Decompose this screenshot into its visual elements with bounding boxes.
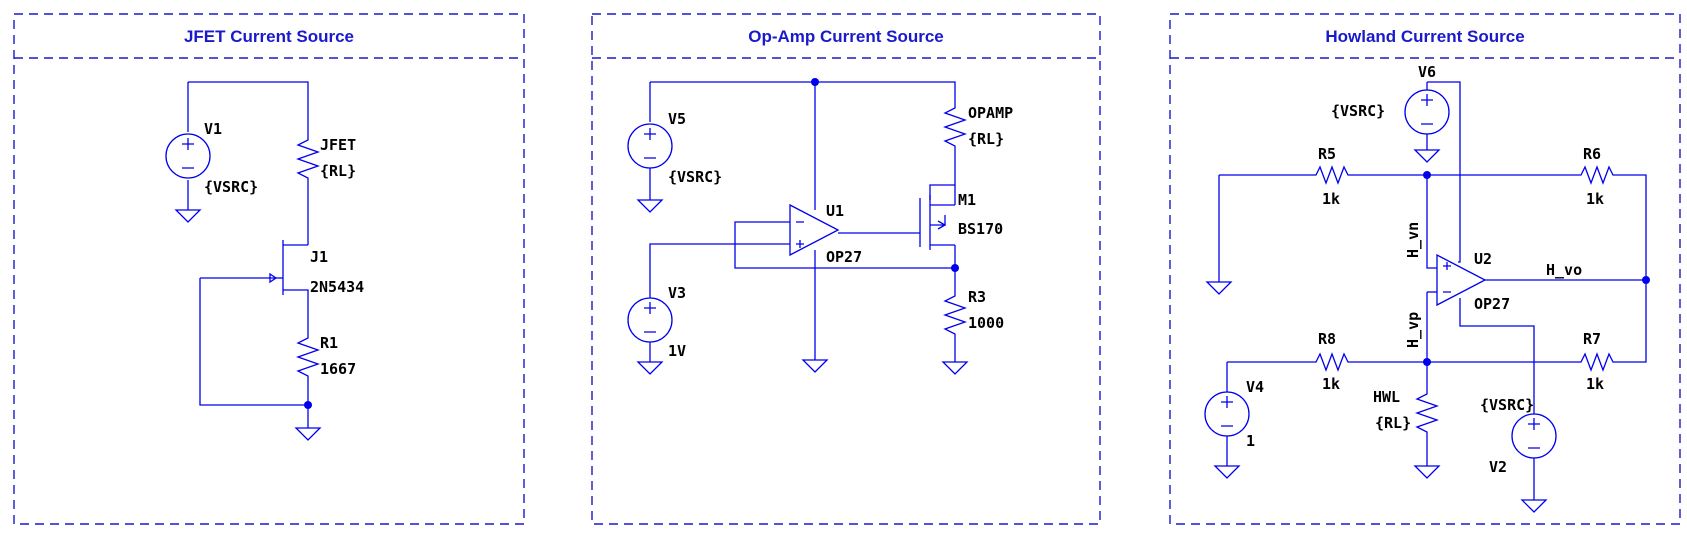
v1-value: {VSRC} <box>204 178 258 196</box>
ground-icon <box>941 361 969 375</box>
opamp-circuit: V5 {VSRC} OPAMP {RL} M1 BS170 <box>627 78 1013 375</box>
resistor-r3[interactable]: R3 1000 <box>943 288 1004 336</box>
v4-name: V4 <box>1246 378 1264 396</box>
ground-icon <box>1413 149 1441 163</box>
opamp-load-value: {RL} <box>968 130 1004 148</box>
r8-value: 1k <box>1322 375 1340 393</box>
r7-name: R7 <box>1583 330 1601 348</box>
ground-icon <box>174 209 202 223</box>
jfet-load-name: JFET <box>320 136 356 154</box>
u2-name: U2 <box>1474 250 1492 268</box>
j1-value: 2N5434 <box>310 278 364 296</box>
v5-value: {VSRC} <box>668 168 722 186</box>
voltage-source-v5[interactable]: V5 {VSRC} <box>627 110 722 186</box>
panel-jfet-frame: JFET Current Source <box>13 13 525 525</box>
v5-name: V5 <box>668 110 686 128</box>
jfet-circuit: V1 {VSRC} JFET {RL} J1 2N5434 R1 1667 <box>165 81 364 441</box>
resistor-hwl-load[interactable]: HWL {RL} <box>1373 386 1439 434</box>
u1-name: U1 <box>826 202 844 220</box>
ground-icon <box>1413 465 1441 479</box>
net-label-vp: H_vp <box>1404 312 1422 348</box>
voltage-source-v4[interactable]: V4 1 <box>1204 378 1264 450</box>
ground-icon <box>801 359 829 373</box>
voltage-source-v1[interactable]: V1 {VSRC} <box>165 120 258 196</box>
resistor-r5[interactable]: R5 1k <box>1310 145 1356 208</box>
v3-name: V3 <box>668 284 686 302</box>
hwl-value: {RL} <box>1375 414 1411 432</box>
howland-circuit: V6 {VSRC} R5 1k R6 1k H_vn U2 OP2 <box>1204 63 1650 513</box>
m1-name: M1 <box>958 191 976 209</box>
u2-value: OP27 <box>1474 295 1510 313</box>
v3-value: 1V <box>668 342 686 360</box>
r5-value: 1k <box>1322 190 1340 208</box>
ground-icon <box>1205 281 1233 295</box>
ground-icon <box>636 361 664 375</box>
jfet-j1[interactable]: J1 2N5434 <box>269 240 364 296</box>
junction-dot <box>304 401 312 409</box>
panel-opamp-title: Op-Amp Current Source <box>748 27 944 46</box>
hwl-name: HWL <box>1373 388 1400 406</box>
j1-name: J1 <box>310 248 328 266</box>
voltage-source-v6[interactable]: V6 {VSRC} <box>1331 63 1450 135</box>
v2-name: V2 <box>1489 458 1507 476</box>
opamp-u1[interactable]: U1 OP27 <box>789 202 862 266</box>
v6-name: V6 <box>1418 63 1436 81</box>
v4-value: 1 <box>1246 432 1255 450</box>
r8-name: R8 <box>1318 330 1336 348</box>
opamp-load-name: OPAMP <box>968 104 1013 122</box>
r6-name: R6 <box>1583 145 1601 163</box>
resistor-jfet-load[interactable]: JFET {RL} <box>296 132 356 180</box>
v2-value: {VSRC} <box>1480 396 1534 414</box>
resistor-r1[interactable]: R1 1667 <box>296 330 356 378</box>
net-label-vn: H_vn <box>1404 222 1422 258</box>
resistor-r6[interactable]: R6 1k <box>1575 145 1620 208</box>
panel-howland-title: Howland Current Source <box>1325 27 1524 46</box>
ground-icon <box>636 199 664 213</box>
panel-howland-frame: Howland Current Source <box>1169 13 1681 525</box>
r6-value: 1k <box>1586 190 1604 208</box>
voltage-source-v3[interactable]: V3 1V <box>627 284 686 360</box>
jfet-load-value: {RL} <box>320 162 356 180</box>
panel-opamp-frame: Op-Amp Current Source <box>591 13 1101 525</box>
ground-icon <box>1213 465 1241 479</box>
v6-value: {VSRC} <box>1331 102 1385 120</box>
opamp-u2[interactable]: U2 OP27 <box>1436 250 1510 313</box>
net-label-vo: H_vo <box>1546 261 1582 279</box>
resistor-r8[interactable]: R8 1k <box>1310 330 1356 393</box>
v1-name: V1 <box>204 120 222 138</box>
resistor-opamp-load[interactable]: OPAMP {RL} <box>943 100 1013 148</box>
r7-value: 1k <box>1586 375 1604 393</box>
ground-icon <box>294 427 322 441</box>
resistor-r7[interactable]: R7 1k <box>1575 330 1620 393</box>
r1-name: R1 <box>320 334 338 352</box>
r3-value: 1000 <box>968 314 1004 332</box>
panel-jfet-title: JFET Current Source <box>184 27 354 46</box>
voltage-source-v2[interactable]: {VSRC} V2 <box>1480 396 1557 476</box>
r5-name: R5 <box>1318 145 1336 163</box>
r3-name: R3 <box>968 288 986 306</box>
mosfet-m1[interactable]: M1 BS170 <box>919 191 1003 250</box>
ground-icon <box>1520 499 1548 513</box>
u1-value: OP27 <box>826 248 862 266</box>
m1-value: BS170 <box>958 220 1003 238</box>
r1-value: 1667 <box>320 360 356 378</box>
